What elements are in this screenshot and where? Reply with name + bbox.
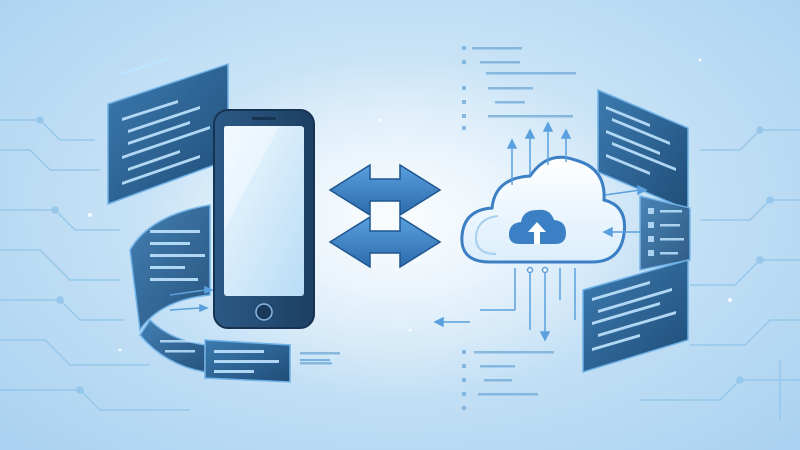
circuit-lines-right-icon — [640, 126, 800, 420]
circuit-lines-left-icon — [0, 116, 190, 411]
sync-arrows-icon — [328, 163, 442, 269]
code-snippet-bottom-center — [300, 350, 554, 410]
data-flow-arrows-left — [169, 285, 330, 361]
sparkle-dots — [88, 58, 732, 352]
code-panel-icon-left-bottom — [204, 339, 291, 383]
code-panel-icon-right-top — [597, 88, 689, 212]
code-panel-icon-right-middle — [602, 184, 691, 271]
code-panel-icon-right-bottom — [582, 259, 689, 374]
download-arrows-bottom — [433, 266, 576, 342]
code-snippet-top-center — [462, 46, 576, 130]
cloud-upload-icon — [460, 155, 627, 264]
code-panel-icon-left-curved — [129, 204, 211, 373]
upload-arrows-top — [506, 121, 572, 185]
smartphone-icon — [213, 109, 315, 329]
